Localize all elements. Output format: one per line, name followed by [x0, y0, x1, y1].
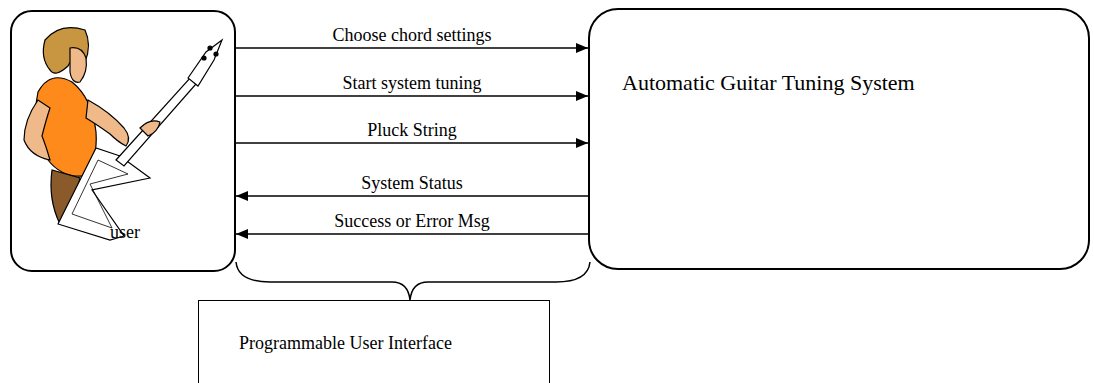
flow-label: Start system tuning	[341, 73, 484, 94]
node-text: Automatic Guitar Tuning System	[622, 70, 915, 96]
flow-label: Choose chord settings	[331, 25, 494, 46]
node-text: user	[110, 222, 140, 243]
actor-box: user	[10, 10, 236, 272]
flow-arrow	[236, 47, 588, 48]
actor-box: Automatic Guitar Tuning System	[588, 8, 1090, 270]
brace	[236, 262, 590, 300]
interface-box: Programmable User Interface	[198, 300, 550, 383]
flow-arrow	[236, 95, 588, 96]
flow-label: Success or Error Msg	[332, 211, 491, 232]
flow-label: System Status	[359, 173, 465, 194]
flow-arrow	[236, 233, 588, 234]
node-text: Programmable User Interface	[239, 333, 452, 354]
flow-label: Pluck String	[365, 120, 459, 141]
flow-arrow	[236, 142, 588, 143]
flow-arrow	[236, 195, 588, 196]
guitarist-illustration	[24, 28, 222, 240]
